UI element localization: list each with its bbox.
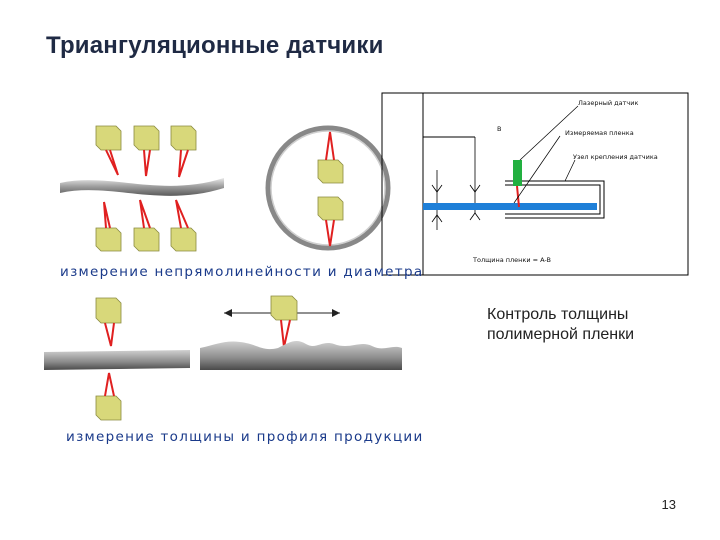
sensor-top-3	[170, 125, 197, 178]
film-caption-line-2: полимерной пленки	[487, 326, 635, 343]
laser-sensor-label: Лазерный датчик	[578, 99, 639, 107]
bent-rod	[60, 178, 224, 196]
film-control-caption: Контроль толщины полимерной пленки	[487, 305, 634, 345]
sensor-bottom-2	[133, 199, 160, 252]
mount-label: Узел крепления датчика	[573, 153, 658, 161]
sensor-bottom-3	[170, 199, 197, 252]
page-number: 13	[661, 497, 676, 512]
b-label: B	[497, 125, 502, 133]
sensor-top-1	[95, 125, 122, 176]
slide-title: Триангуляционные датчики	[46, 32, 384, 59]
profile-illustration	[200, 295, 402, 370]
thickness-formula: Толщина пленки = A-B	[473, 256, 552, 264]
sensor-bottom-1	[95, 201, 122, 252]
sensor-top-2	[133, 125, 160, 177]
film-diagram	[381, 92, 689, 276]
thickness-illustration	[44, 297, 190, 421]
caption-thickness: измерение толщины и профиля продукции	[66, 429, 424, 445]
straightness-illustration	[60, 125, 224, 252]
caption-straightness: измерение непрямолинейности и диаметра	[60, 264, 424, 280]
film-caption-line-1: Контроль толщины	[487, 306, 629, 323]
film-label-small: Измеряемая пленка	[565, 129, 634, 137]
diameter-illustration	[265, 125, 391, 251]
